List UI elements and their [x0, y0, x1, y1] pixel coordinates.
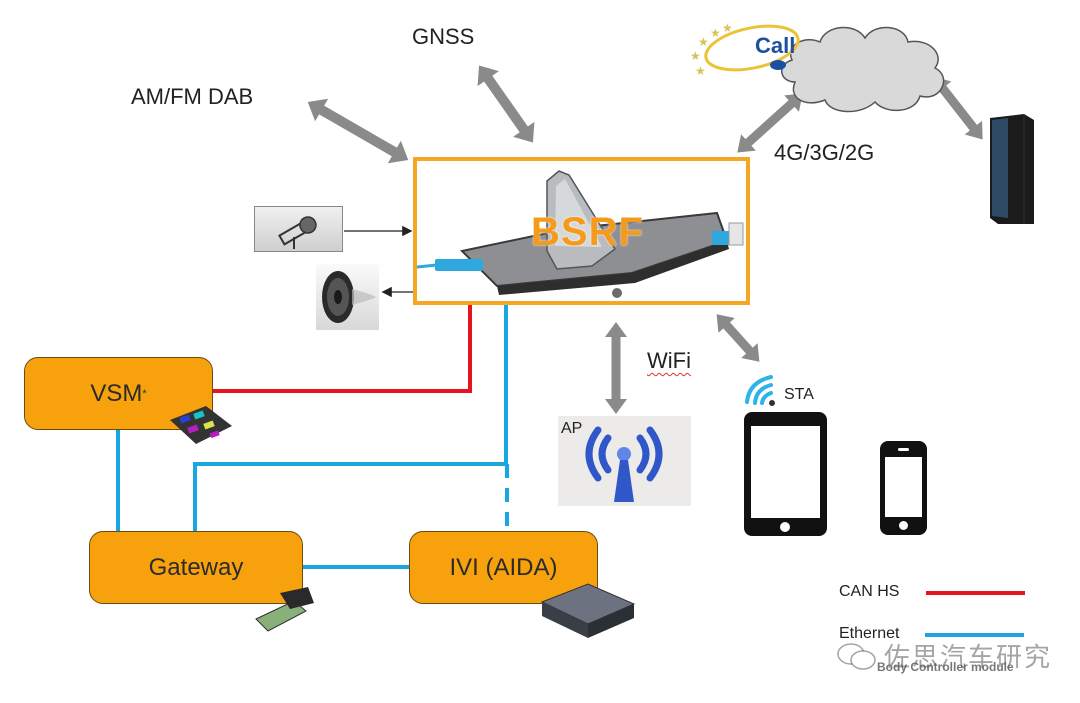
gateway-module-illustration: [255, 587, 314, 632]
legend-can-hs-swatch: [926, 591, 1025, 595]
ivi-module-illustration: [540, 583, 636, 638]
cellular-label: 4G/3G/2G: [774, 140, 875, 165]
wechat-icon: [837, 643, 876, 670]
legend-ethernet-swatch: [925, 633, 1024, 637]
ecu-gateway-label: Gateway: [148, 553, 244, 581]
bsrf-title: BSRF: [531, 210, 644, 254]
footer-note: Body Controller module: [877, 660, 1014, 674]
gnss-label: GNSS: [412, 24, 475, 49]
access-point-icon: [585, 426, 663, 502]
legend-can-hs-label: CAN HS: [839, 583, 900, 600]
svg-text:★: ★: [690, 49, 701, 63]
bsrf-module-box: [413, 157, 750, 305]
tablet-home-button: [780, 522, 790, 532]
server-rack-icon: [990, 114, 1034, 224]
call-badge-stars: ★ ★ ★ ★ ★: [690, 21, 733, 78]
ecu-gateway: Gateway: [89, 531, 303, 604]
vsm-module-illustration: [170, 406, 232, 444]
can-hs-line-bsrf-vsm: [213, 305, 472, 393]
am-fm-dab-label: AM/FM DAB: [131, 84, 254, 109]
ecu-ivi-label: IVI (AIDA): [449, 553, 558, 581]
tablet-screen: [751, 426, 820, 518]
sta-wifi-icon: [745, 375, 775, 406]
smartphone-speaker: [898, 448, 909, 451]
svg-text:★: ★: [698, 35, 709, 49]
am-fm-dab-arrow: [307, 98, 409, 164]
watermark-text: 佐思汽车研究: [884, 643, 1053, 673]
svg-text:★: ★: [695, 64, 706, 78]
sta-label: STA: [784, 386, 814, 403]
wifi-sta-arrow: [716, 314, 760, 362]
svg-text:★: ★: [710, 26, 721, 40]
svg-text:★: ★: [722, 21, 733, 35]
microphone-icon: [278, 216, 317, 249]
wifi-ap-arrow: [605, 322, 627, 414]
gray-double-arrows: [307, 65, 983, 414]
ecu-vsm-superscript: *: [142, 387, 147, 400]
speaker-tile: [316, 264, 379, 330]
access-point-label: AP: [561, 420, 583, 437]
tablet-icon: [744, 412, 827, 536]
cloud-network: ★ ★ ★ ★ ★: [690, 21, 945, 113]
ecu-ivi-aida: IVI (AIDA): [409, 531, 598, 604]
smartphone-home-button: [899, 521, 908, 530]
wifi-label: WiFi: [647, 348, 691, 373]
smartphone-icon: [880, 441, 927, 535]
call-badge-ring: [704, 24, 800, 72]
microphone-tile: [254, 206, 343, 252]
access-point-tile: AP: [558, 416, 691, 506]
legend-ethernet-label: Ethernet: [839, 625, 900, 642]
call-badge-label: Call: [755, 33, 796, 58]
cloud-icon: [781, 26, 945, 113]
smartphone-screen: [885, 457, 922, 517]
speaker-icon: [322, 271, 376, 323]
gnss-arrow: [477, 65, 535, 143]
ethernet-line-trunk-to-gateway: [193, 462, 506, 531]
bsrf-device-illustration: [417, 170, 744, 298]
ecu-vsm-label: VSM: [90, 379, 143, 407]
